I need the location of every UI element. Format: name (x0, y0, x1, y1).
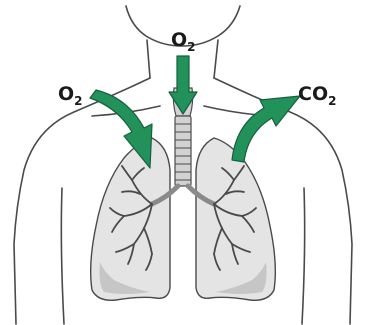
neck-right (214, 40, 218, 78)
label-top-gas: O (171, 29, 187, 51)
label-left-o2: O2 (58, 83, 83, 108)
arrow-down-icon (169, 56, 197, 114)
right-arm-line (302, 188, 305, 324)
label-right-co2: CO2 (298, 83, 336, 108)
label-top-o2: O2 (171, 29, 196, 54)
arrows (90, 56, 300, 168)
label-top-sub: 2 (187, 40, 195, 54)
label-right-gas: CO (298, 83, 328, 105)
trachea-tube (175, 116, 191, 186)
label-left-sub: 2 (74, 94, 82, 108)
label-right-sub: 2 (328, 94, 336, 108)
right-lung (196, 138, 275, 300)
neck-left (147, 40, 150, 78)
left-lung (91, 138, 170, 300)
arrow-curved-in-icon (90, 90, 152, 168)
label-left-gas: O (58, 83, 74, 105)
left-arm-line (61, 188, 64, 324)
arrow-curved-out-icon (232, 96, 300, 162)
